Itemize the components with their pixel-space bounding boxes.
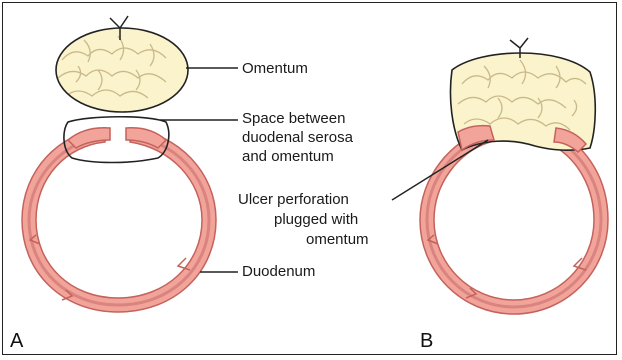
label-ulcer-line1: Ulcer perforation bbox=[238, 191, 349, 209]
perforation-flaps-a bbox=[68, 128, 166, 148]
duodenum-a bbox=[22, 128, 216, 312]
label-space-line1: Space between bbox=[242, 110, 345, 128]
duodenum-a-wall bbox=[22, 128, 216, 312]
label-ulcer-line2: plugged with bbox=[274, 211, 358, 229]
label-omentum: Omentum bbox=[242, 60, 308, 78]
duodenum-b-wall bbox=[420, 128, 608, 314]
omentum-a bbox=[56, 16, 188, 112]
duodenum-b bbox=[420, 128, 608, 314]
label-ulcer-line3: omentum bbox=[306, 231, 369, 249]
panel-label-b: B bbox=[420, 330, 433, 353]
panel-label-a: A bbox=[10, 330, 23, 353]
label-space-line3: and omentum bbox=[242, 148, 334, 166]
label-duodenum: Duodenum bbox=[242, 263, 315, 281]
label-space-line2: duodenal serosa bbox=[242, 129, 353, 147]
